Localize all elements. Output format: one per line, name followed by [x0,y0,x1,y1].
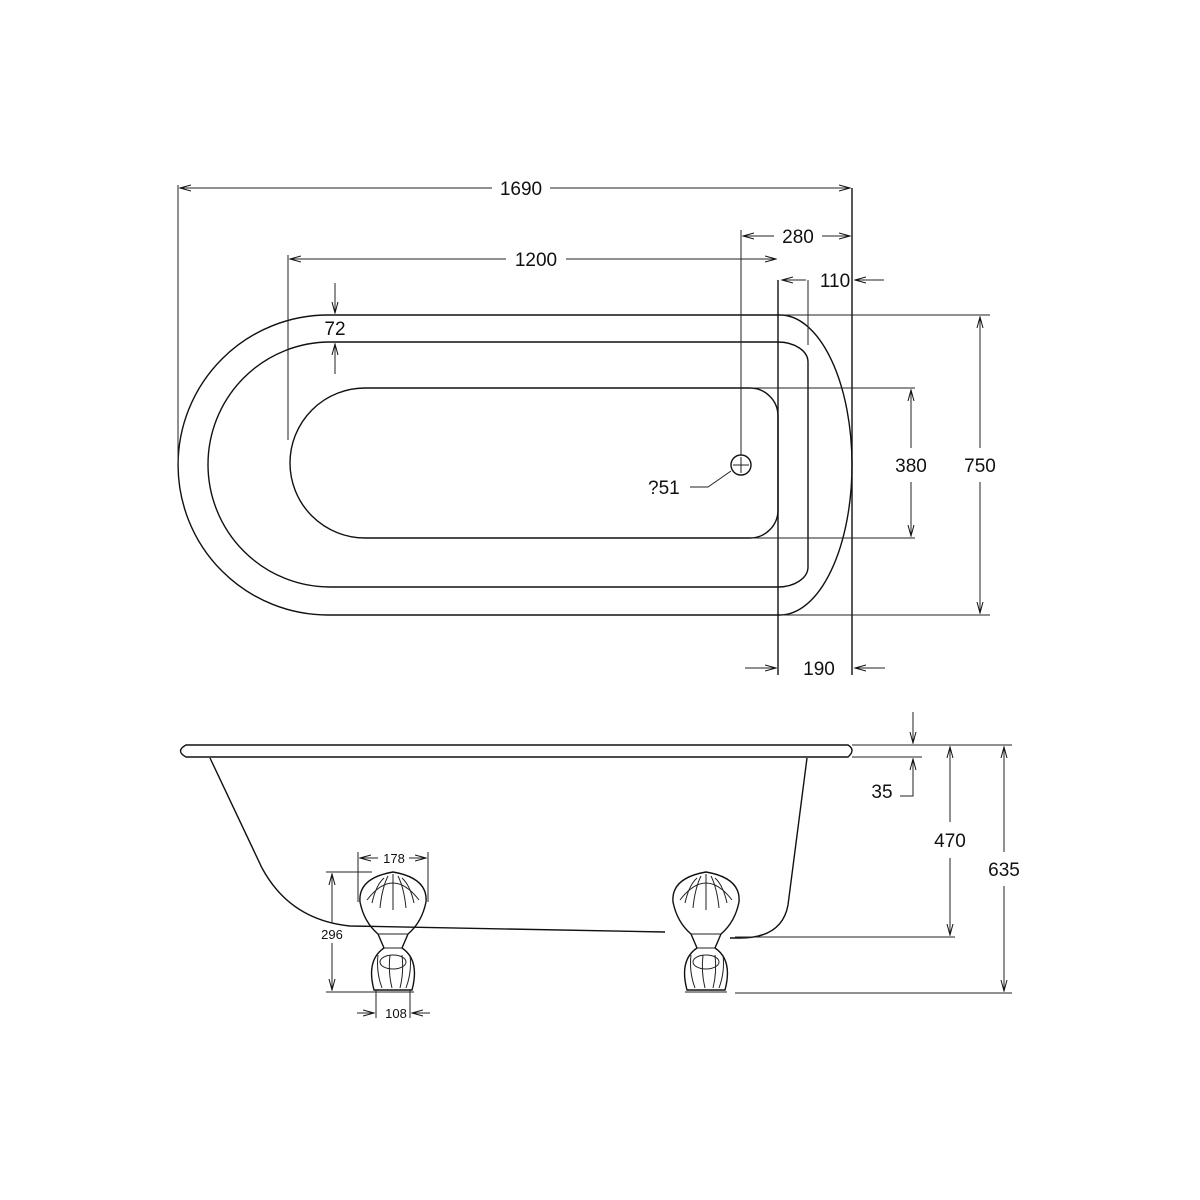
svg-text:110: 110 [820,271,850,292]
svg-text:72: 72 [324,319,345,340]
svg-text:178: 178 [383,851,405,866]
inner-rim-outline [207,341,809,588]
svg-text:750: 750 [964,456,996,477]
svg-text:190: 190 [803,659,835,680]
svg-text:35: 35 [871,782,892,803]
waste-outlet-icon [730,454,752,476]
dim-rim-thickness: 35 [871,712,913,803]
rim-profile [179,744,853,758]
dim-rim-width: 72 [324,283,346,374]
svg-text:380: 380 [895,456,927,477]
top-view: ?51 1690 1200 280 110 [177,179,996,680]
dim-rim-right: 110 [782,271,884,292]
waste-diameter-label: ?51 [648,478,680,499]
dim-foot-height: 296 [321,871,372,993]
svg-text:296: 296 [321,927,343,942]
dim-inner-length: 1200 [290,250,776,271]
dim-base-width: 380 [895,390,927,536]
dim-overall-length: 1690 [180,179,850,200]
svg-text:1200: 1200 [515,250,557,271]
svg-text:470: 470 [934,831,966,852]
dim-inner-depth: 470 [934,747,966,935]
dim-overall-height: 635 [988,747,1020,991]
dim-end-width: 190 [745,659,885,680]
svg-text:280: 280 [782,227,814,248]
svg-text:1690: 1690 [500,179,542,200]
side-view: 178 296 108 35 [179,712,1020,1021]
dim-foot-width: 178 [357,851,429,902]
dim-foot-base: 108 [357,990,430,1021]
dim-waste-offset: 280 [743,227,850,248]
claw-foot-icon [359,871,427,993]
tub-body-profile [209,757,666,933]
svg-text:635: 635 [988,860,1020,881]
bath-base-outline [289,387,779,539]
dim-overall-width: 750 [964,317,996,613]
svg-text:108: 108 [385,1006,407,1021]
